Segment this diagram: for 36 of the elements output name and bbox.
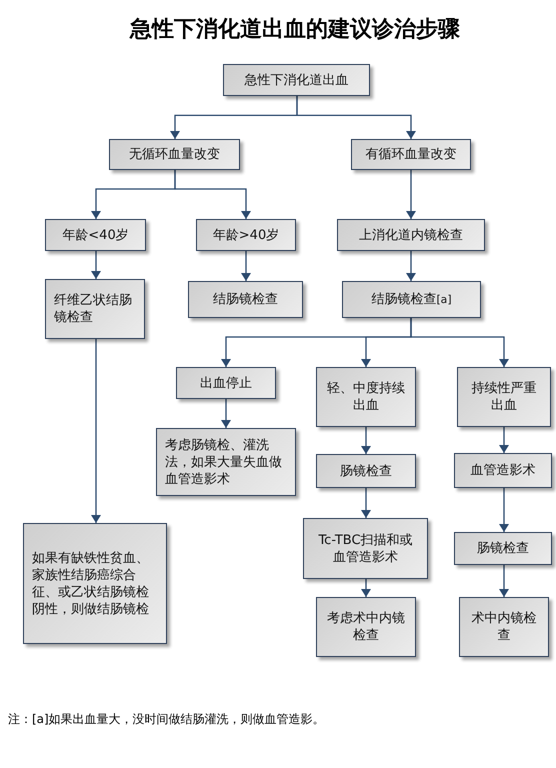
process-box: Tc-TBC扫描和或血管造影术 [303, 518, 428, 579]
arrow [296, 96, 416, 139]
arrow [410, 318, 509, 367]
process-box: 轻、中度持续出血 [316, 367, 416, 427]
process-box: 肠镜检查 [316, 454, 416, 488]
arrow [174, 170, 251, 219]
arrow [499, 427, 509, 453]
arrow [406, 170, 416, 219]
arrow [361, 579, 371, 597]
arrow [499, 565, 509, 597]
process-box: 有循环血量改变 [351, 139, 471, 170]
process-box: 纤维乙状结肠镜检查 [45, 279, 145, 339]
process-box: 无循环血量改变 [109, 139, 240, 170]
arrow [241, 251, 251, 281]
process-box: 血管造影术 [454, 453, 552, 488]
process-box: 如果有缺铁性贫血、家族性结肠癌综合征、或乙状结肠镜检阴性，则做结肠镜检 [23, 523, 167, 644]
footnote: 注：[a]如果出血量大，没时间做结肠灌洗，则做血管造影。 [8, 711, 325, 728]
arrow [361, 427, 371, 454]
arrow [499, 488, 509, 532]
process-box: 年龄<40岁 [45, 219, 146, 251]
process-box: 考虑肠镜检、灌洗法，如果大量失血做血管造影术 [156, 428, 296, 496]
process-box: 出血停止 [176, 367, 276, 399]
arrow [406, 251, 416, 281]
process-box: 急性下消化道出血 [223, 64, 370, 96]
process-box: 结肠镜检查 [188, 281, 303, 318]
process-box: 术中内镜检查 [459, 597, 549, 657]
process-box: 上消化道内镜检查 [337, 219, 485, 251]
arrow [91, 251, 101, 279]
process-box: 肠镜检查 [454, 532, 552, 565]
arrow [361, 488, 371, 518]
process-box: 年龄>40岁 [196, 219, 296, 251]
title: 急性下消化道出血的建议诊治步骤 [128, 15, 461, 44]
arrow [221, 399, 231, 428]
arrow [91, 339, 101, 523]
process-box: 考虑术中内镜检查 [316, 597, 416, 657]
process-box: 持续性严重出血 [457, 367, 551, 427]
